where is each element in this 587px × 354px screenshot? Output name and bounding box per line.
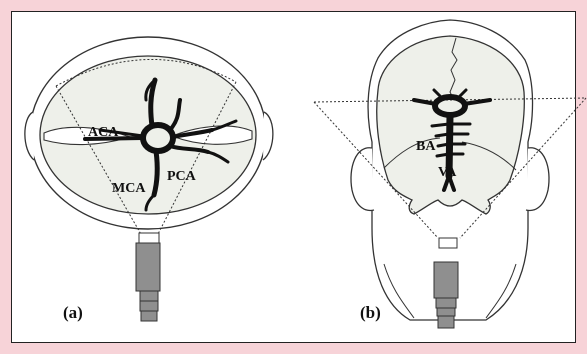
label-mca: MCA xyxy=(112,181,146,196)
label-va: VA xyxy=(438,165,457,180)
probe-a xyxy=(136,233,160,321)
label-pca: PCA xyxy=(167,169,197,184)
right-ear xyxy=(263,112,273,160)
right-ear-b xyxy=(526,148,549,211)
panel-a-axial-view: ACA MCA PCA (a) xyxy=(25,37,273,322)
caption-b: (b) xyxy=(360,303,381,322)
left-ear xyxy=(25,112,34,160)
label-aca: ACA xyxy=(88,125,119,140)
left-ear-b xyxy=(351,148,374,211)
caption-a: (a) xyxy=(63,303,83,322)
panel-b-posterior-view: BA VA (b) xyxy=(314,20,586,328)
label-ba: BA xyxy=(416,139,436,154)
